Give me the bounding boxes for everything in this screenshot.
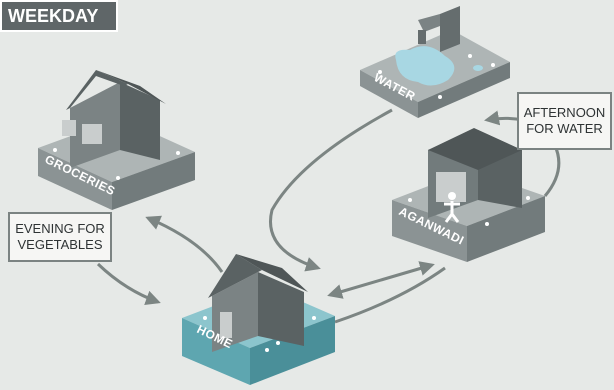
water-platform: WATER [360, 6, 510, 118]
arrow-home-aganwadi [327, 261, 435, 299]
aganwadi-platform: AGANWADI [392, 128, 545, 262]
arrow-water-home [269, 108, 393, 272]
arrow-home-aganwadi-lower [334, 266, 446, 324]
water-tap-icon [418, 6, 460, 52]
home-platform: HOME [182, 254, 335, 385]
callout-evening-vegetables: EVENING FOR VEGETABLES [8, 212, 112, 262]
arrow-callout-home [96, 262, 161, 305]
arrow-home-groceries [145, 215, 224, 273]
groceries-house [62, 70, 166, 168]
groceries-platform: GROCERIES [38, 70, 195, 210]
water-pool [395, 46, 455, 86]
home-house [208, 254, 308, 352]
child-icon [444, 192, 460, 223]
page-title: WEEKDAY [0, 0, 118, 32]
callout-afternoon-water: AFTERNOON FOR WATER [517, 92, 612, 150]
aganwadi-building [428, 128, 522, 223]
